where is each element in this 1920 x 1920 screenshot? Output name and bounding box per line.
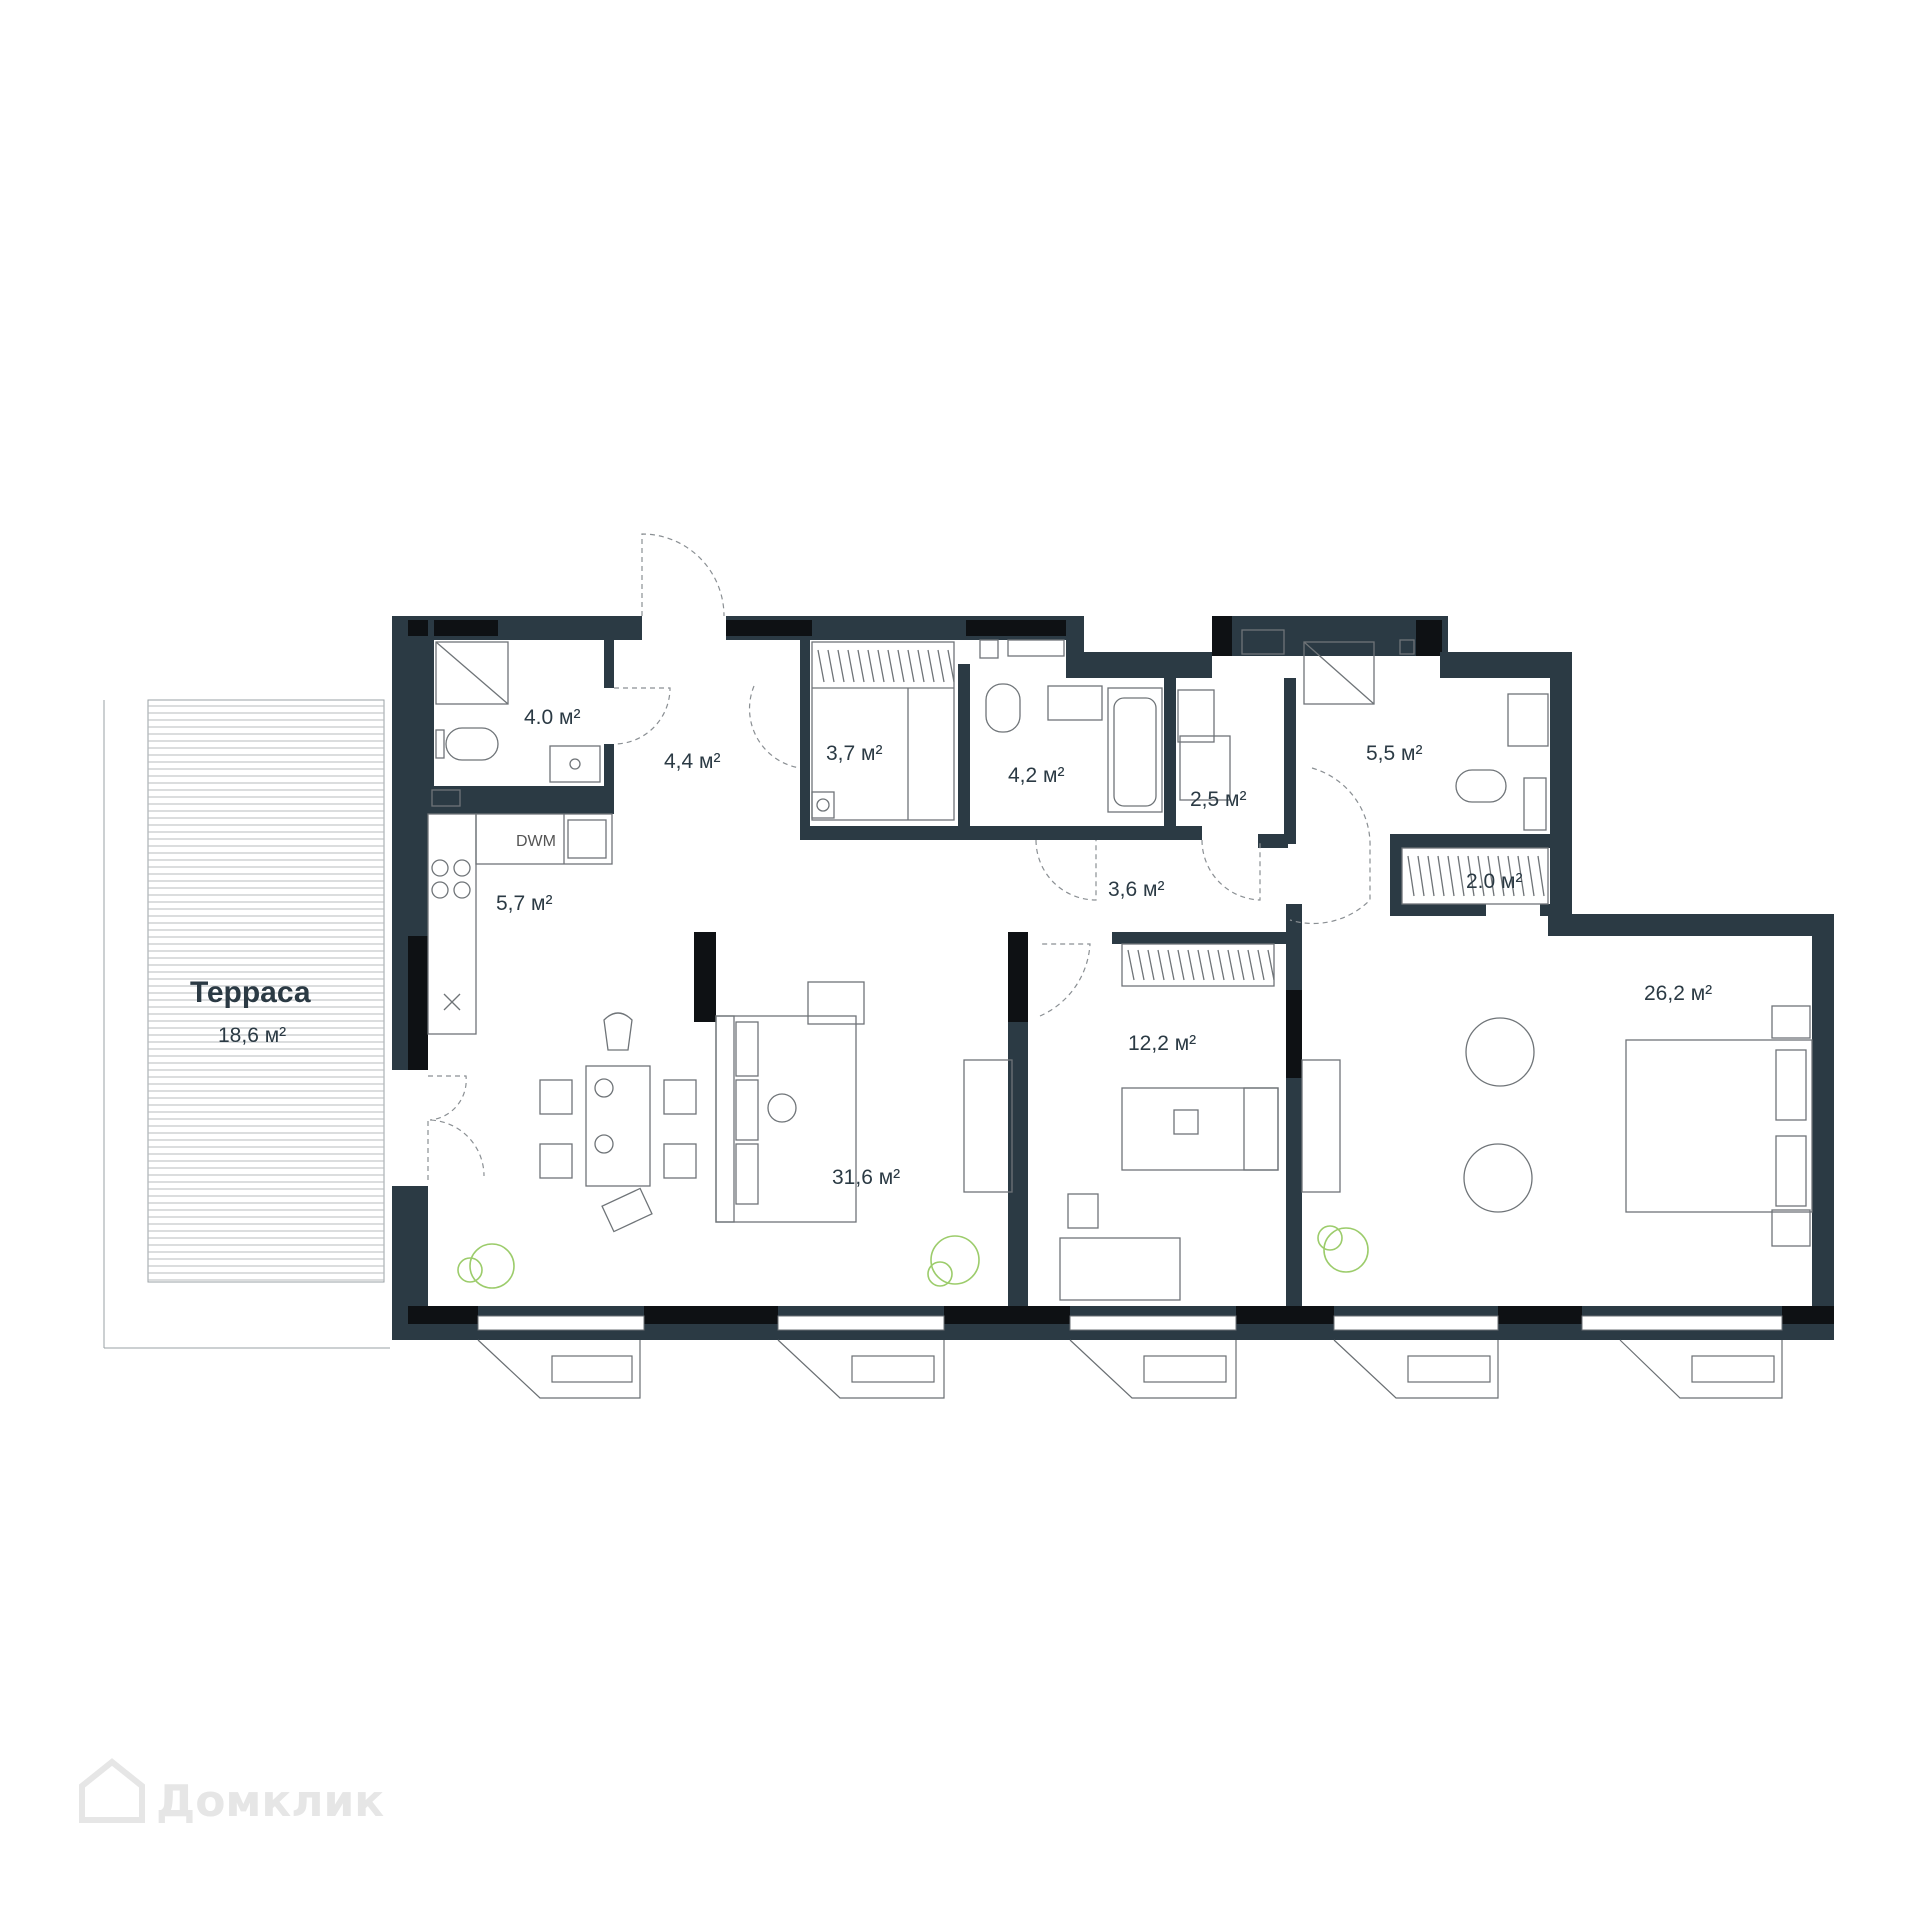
corridor-area: 3,6 м² — [1108, 878, 1164, 901]
bedroom-2-furniture — [1301, 1005, 1813, 1247]
bedroom-2-area: 26,2 м² — [1644, 982, 1712, 1005]
wardrobe-1-shelves — [811, 641, 955, 821]
bedroom-1-area: 12,2 м² — [1128, 1032, 1196, 1055]
bathroom-2-area: 4,2 м² — [1008, 764, 1064, 787]
terrace-area: 18,6 м² — [218, 1024, 286, 1047]
toilet-fixtures — [1177, 629, 1285, 801]
terrace-name: Терраса — [190, 976, 311, 1009]
dishwasher-label: DWM — [516, 833, 556, 850]
bedroom-1-furniture — [963, 943, 1279, 1301]
kitchen-units — [427, 813, 613, 1035]
bay-windows — [477, 1339, 1783, 1399]
wardrobe-2-shelves — [1401, 847, 1549, 905]
living-room-area: 31,6 м² — [832, 1166, 900, 1189]
bathroom-3-area: 5,5 м² — [1366, 742, 1422, 765]
dining-set — [539, 1012, 697, 1233]
plant-icons — [457, 1225, 1369, 1289]
bathroom-1-area: 4.0 м² — [524, 706, 580, 729]
kitchen-area: 5,7 м² — [496, 892, 552, 915]
house-logo-icon — [79, 1758, 145, 1823]
doors — [427, 533, 1371, 1180]
watermark: Домклик — [79, 1758, 384, 1827]
bathroom-1-fixtures — [431, 641, 601, 807]
walls — [392, 616, 1834, 1340]
bathroom-3-fixtures — [1303, 639, 1549, 831]
sofa — [715, 981, 865, 1223]
bathroom-2-fixtures — [979, 639, 1163, 813]
terrace-deck — [103, 699, 390, 1349]
watermark-brand: Домклик — [156, 1776, 384, 1827]
wardrobe-1-area: 3,7 м² — [826, 742, 882, 765]
toilet-area: 2,5 м² — [1190, 788, 1246, 811]
wardrobe-2-area: 2.0 м² — [1466, 870, 1522, 893]
hall-area: 4,4 м² — [664, 750, 720, 773]
